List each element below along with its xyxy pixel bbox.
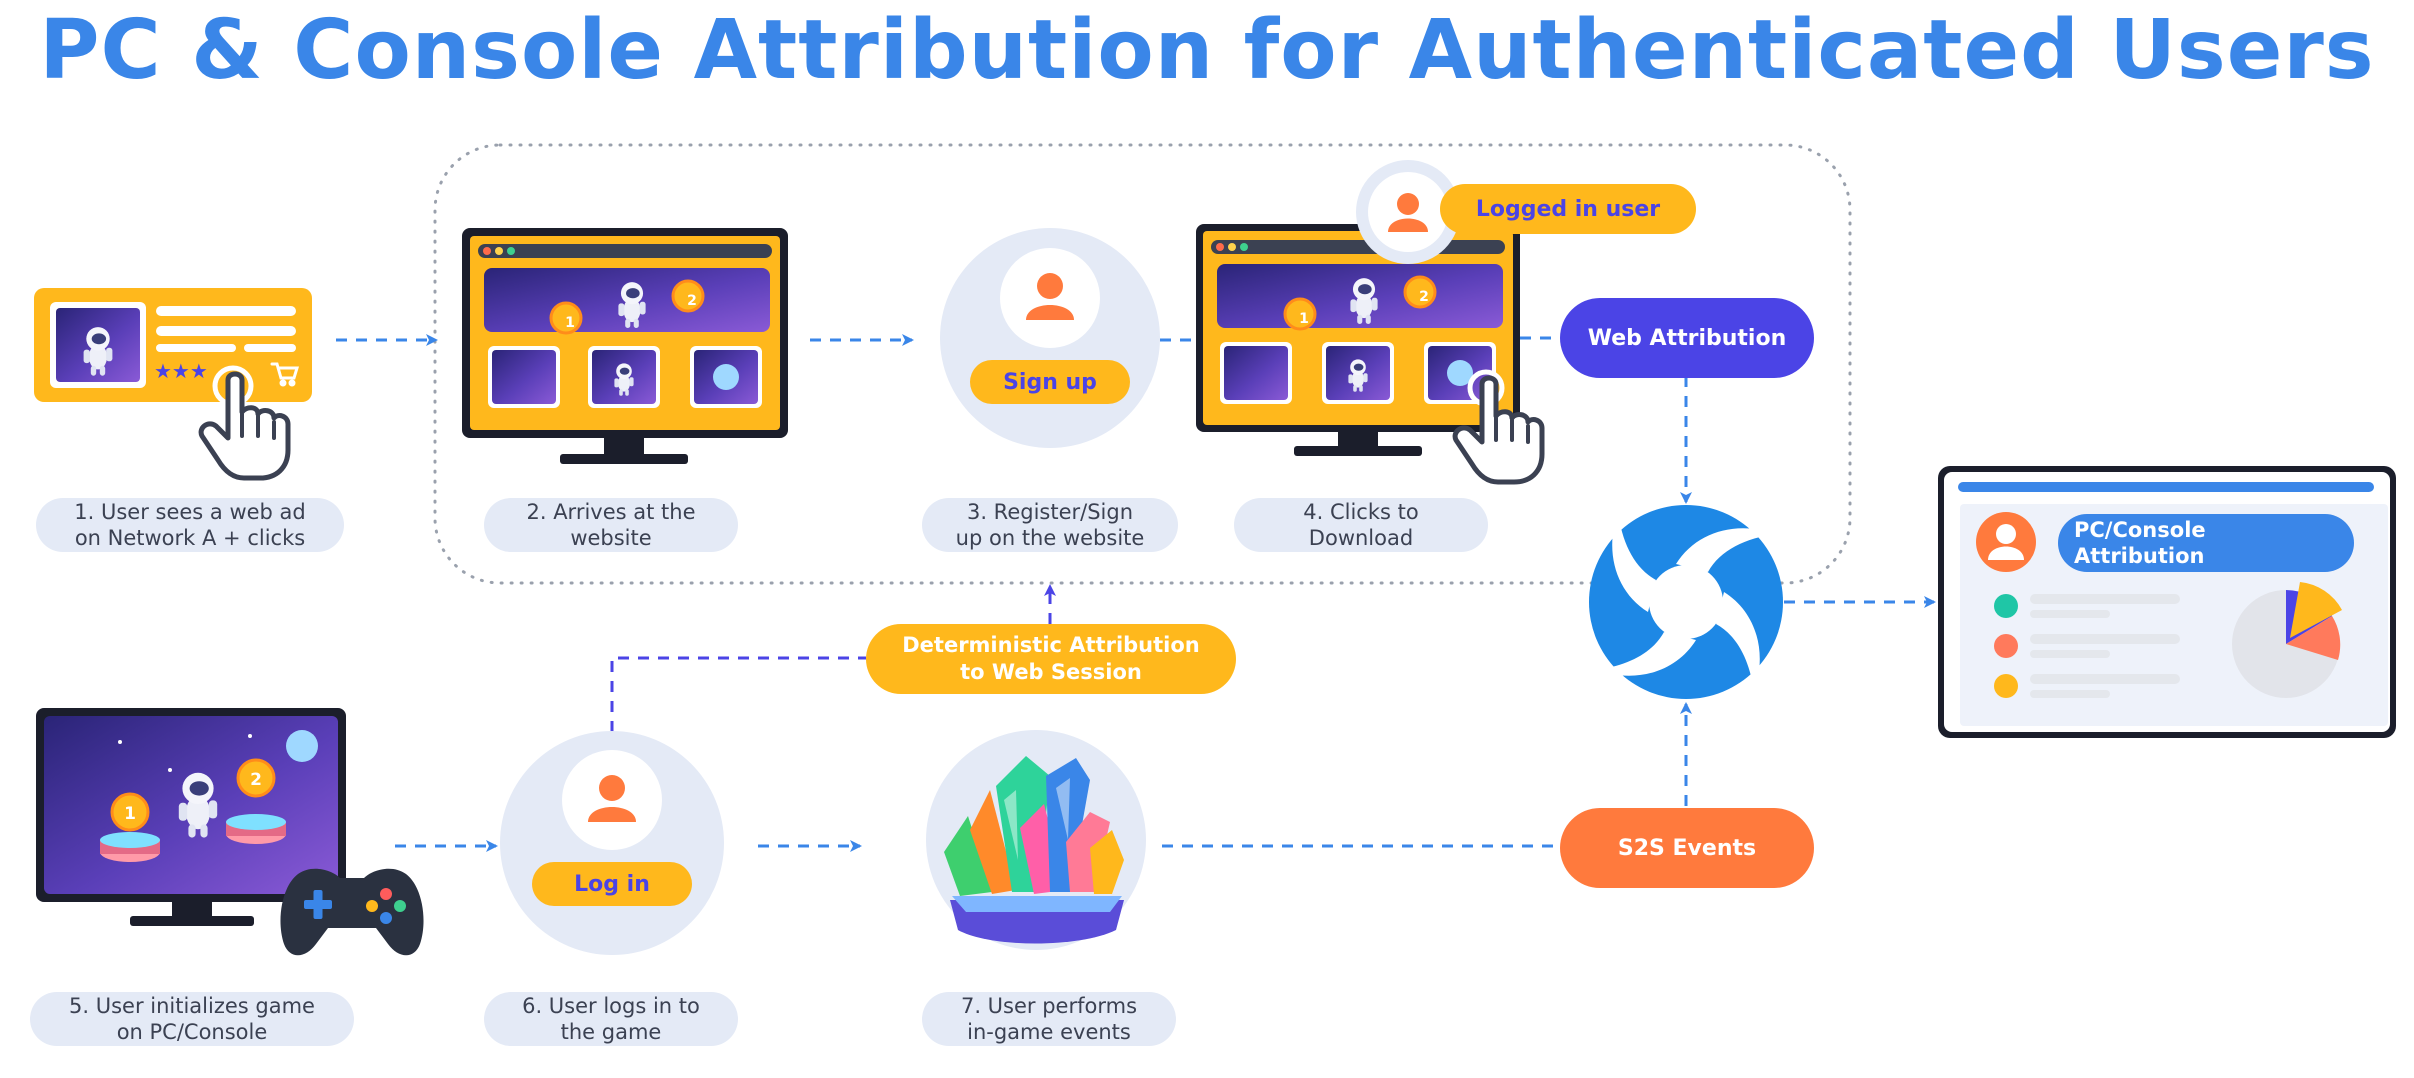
crystals-circle [926,730,1146,950]
attribution-dashboard [1938,466,2396,738]
step-1-label: 1. User sees a web ad on Network A + cli… [36,498,344,552]
rank-badge-2: 2 [250,770,262,790]
web-ad-card: ★★★ [34,288,312,478]
step-3-label: 3. Register/Sign up on the website [922,498,1178,552]
log-in-button[interactable]: Log in [532,862,692,906]
crystals-icon [944,756,1124,944]
page-title: PC & Console Attribution for Authenticat… [39,2,2375,98]
user-icon [1388,193,1428,232]
user-icon [588,775,636,822]
website-monitor [462,228,788,464]
logged-in-user-avatar [1356,160,1460,264]
login-circle [500,731,724,955]
dashboard-title-badge: PC/Console Attribution [2058,514,2354,572]
rating-stars: ★★★ [154,359,208,383]
step-7-label: 7. User performs in-game events [922,992,1176,1046]
rank-badge-1: 1 [565,315,575,331]
rank-badge-1: 1 [1299,311,1309,327]
game-monitor [36,708,346,926]
step-2-label: 2. Arrives at the website [484,498,738,552]
sign-up-button[interactable]: Sign up [970,360,1130,404]
gamepad-icon [280,868,424,956]
user-icon [1988,524,2024,560]
download-monitor [1196,224,1542,482]
flow-connectors [336,334,1936,852]
pie-chart-icon [2232,582,2342,698]
signup-circle [940,228,1160,448]
step-5-label: 5. User initializes game on PC/Console [30,992,354,1046]
logged-in-user-badge: Logged in user [1440,184,1696,234]
s2s-events-badge: S2S Events [1560,808,1814,888]
deterministic-attribution-badge: Deterministic Attribution to Web Session [866,624,1236,694]
rank-badge-2: 2 [1419,289,1429,305]
swirl-logo-icon [1589,505,1783,699]
user-icon [1026,273,1074,320]
web-session-boundary [433,143,1852,585]
connector-login-to-deterministic [610,656,866,732]
step-6-label: 6. User logs in to the game [484,992,738,1046]
rank-badge-1: 1 [124,804,136,824]
web-attribution-badge: Web Attribution [1560,298,1814,378]
rank-badge-2: 2 [687,293,697,309]
step-4-label: 4. Clicks to Download [1234,498,1488,552]
shopping-cart-icon [270,362,300,387]
